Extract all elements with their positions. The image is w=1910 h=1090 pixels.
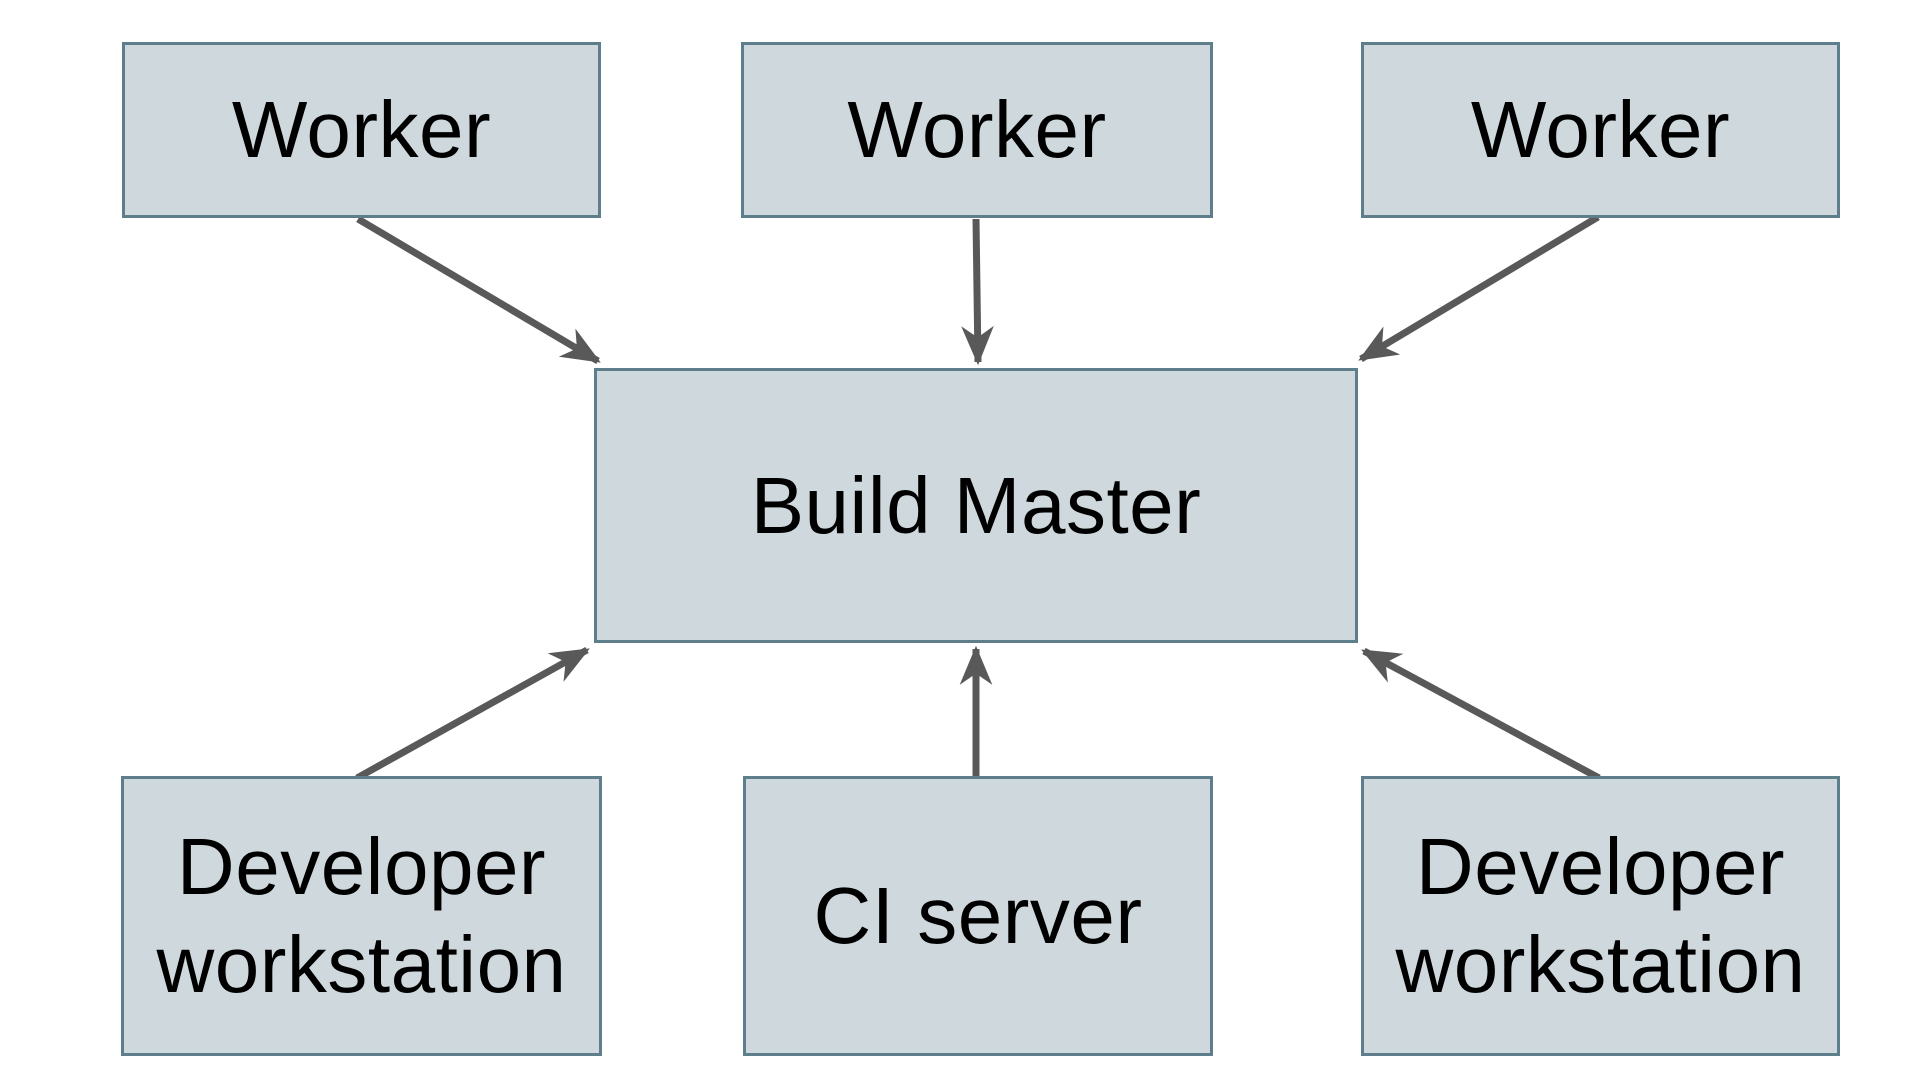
node-build-master-label: Build Master — [750, 460, 1202, 550]
node-worker-top-center-label: Worker — [847, 85, 1107, 175]
node-worker-top-right-label: Worker — [1470, 85, 1731, 175]
node-ci-server: CI server — [743, 776, 1213, 1056]
arrow-worker-top-left-to-build-master — [356, 215, 601, 365]
node-developer-workstation-right: Developer workstation — [1361, 776, 1840, 1056]
node-worker-top-center: Worker — [741, 42, 1213, 218]
node-worker-top-left-label: Worker — [231, 85, 492, 175]
arrow-developer-workstation-left-to-build-master — [355, 646, 590, 782]
arrow-worker-top-right-to-build-master — [1358, 213, 1600, 363]
arrow-developer-workstation-right-to-build-master — [1361, 647, 1601, 782]
arrow-worker-top-center-to-build-master — [961, 218, 994, 366]
node-developer-workstation-left: Developer workstation — [121, 776, 602, 1056]
node-ci-server-label: CI server — [813, 871, 1143, 961]
node-developer-workstation-right-label: Developer workstation — [1395, 822, 1806, 1009]
node-build-master: Build Master — [594, 368, 1358, 643]
node-worker-top-left: Worker — [122, 42, 601, 218]
node-developer-workstation-left-label: Developer workstation — [156, 822, 567, 1009]
node-worker-top-right: Worker — [1361, 42, 1840, 218]
